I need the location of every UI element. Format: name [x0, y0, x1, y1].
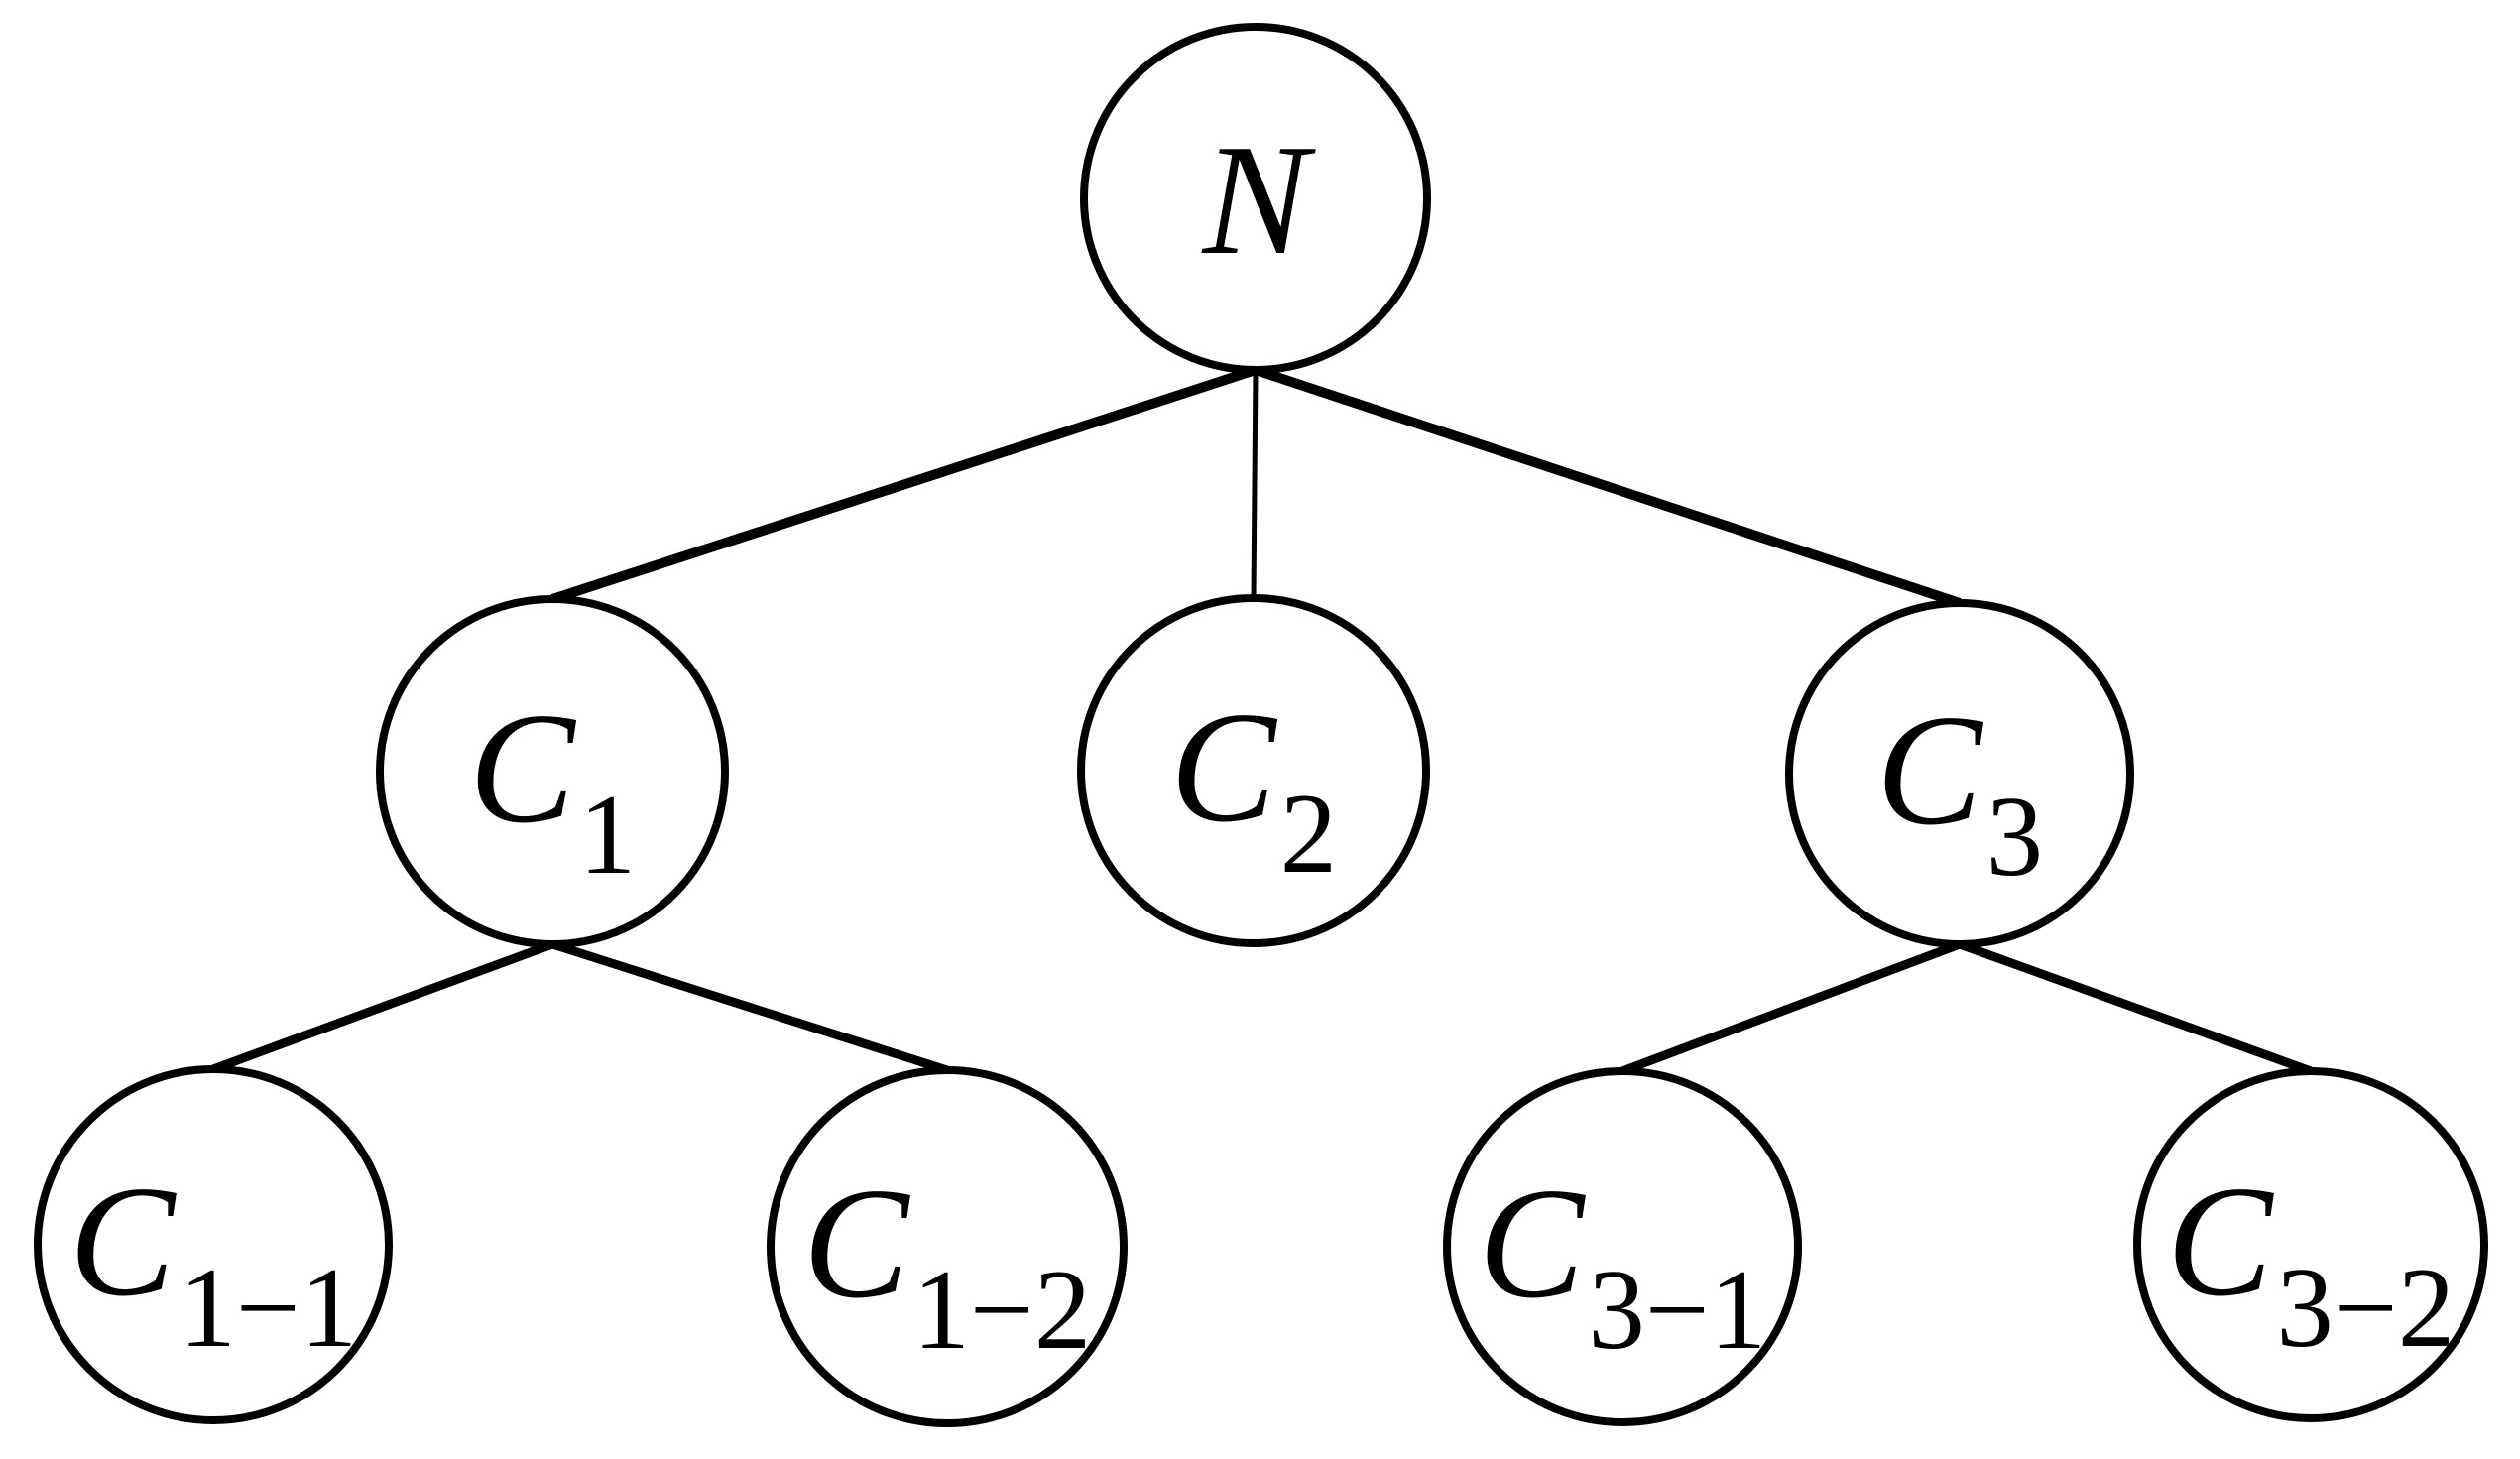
node-C3-2-circle: [2133, 1067, 2488, 1422]
node-C2-circle: [1077, 594, 1430, 947]
node-C1-circle: [376, 595, 729, 948]
node-C3-2-label: C3−2: [2167, 1153, 2456, 1371]
node-C1-1: C1−1: [34, 1065, 393, 1424]
node-C3: C3: [1785, 599, 2134, 948]
node-N-circle: [1080, 23, 1431, 374]
node-C1-1-circle: [34, 1065, 393, 1424]
node-C1-2-circle: [767, 1066, 1128, 1427]
node-C3-2: C3−2: [2133, 1067, 2488, 1422]
edge-C3-C3-1: [1620, 939, 1962, 1076]
edge-layer: [211, 365, 2313, 1076]
node-C3-label: C3: [1876, 681, 2043, 900]
node-C3-1: C3−1: [1443, 1067, 1802, 1426]
node-C1-2-label: C1−2: [803, 1155, 1092, 1373]
node-C1-2: C1−2: [767, 1066, 1128, 1427]
edge-C1-C1-2: [550, 939, 949, 1075]
edge-N-C3: [1254, 365, 1962, 608]
node-N: N: [1080, 23, 1431, 374]
edge-C3-C3-2: [1958, 939, 2313, 1076]
node-C1-1-label: C1−1: [69, 1153, 358, 1371]
node-N-label: N: [1201, 111, 1317, 288]
edge-N-C1: [550, 365, 1258, 604]
node-C1-label: C1: [469, 679, 636, 898]
node-C3-1-label: C3−1: [1479, 1155, 1767, 1373]
node-C3-1-circle: [1443, 1067, 1802, 1426]
node-C3-circle: [1785, 599, 2134, 948]
node-C2: C2: [1077, 594, 1430, 947]
node-C2-label: C2: [1170, 678, 1337, 897]
node-C1: C1: [376, 595, 729, 948]
edge-C1-C1-1: [211, 939, 554, 1074]
edge-N-C2: [1251, 369, 1259, 599]
